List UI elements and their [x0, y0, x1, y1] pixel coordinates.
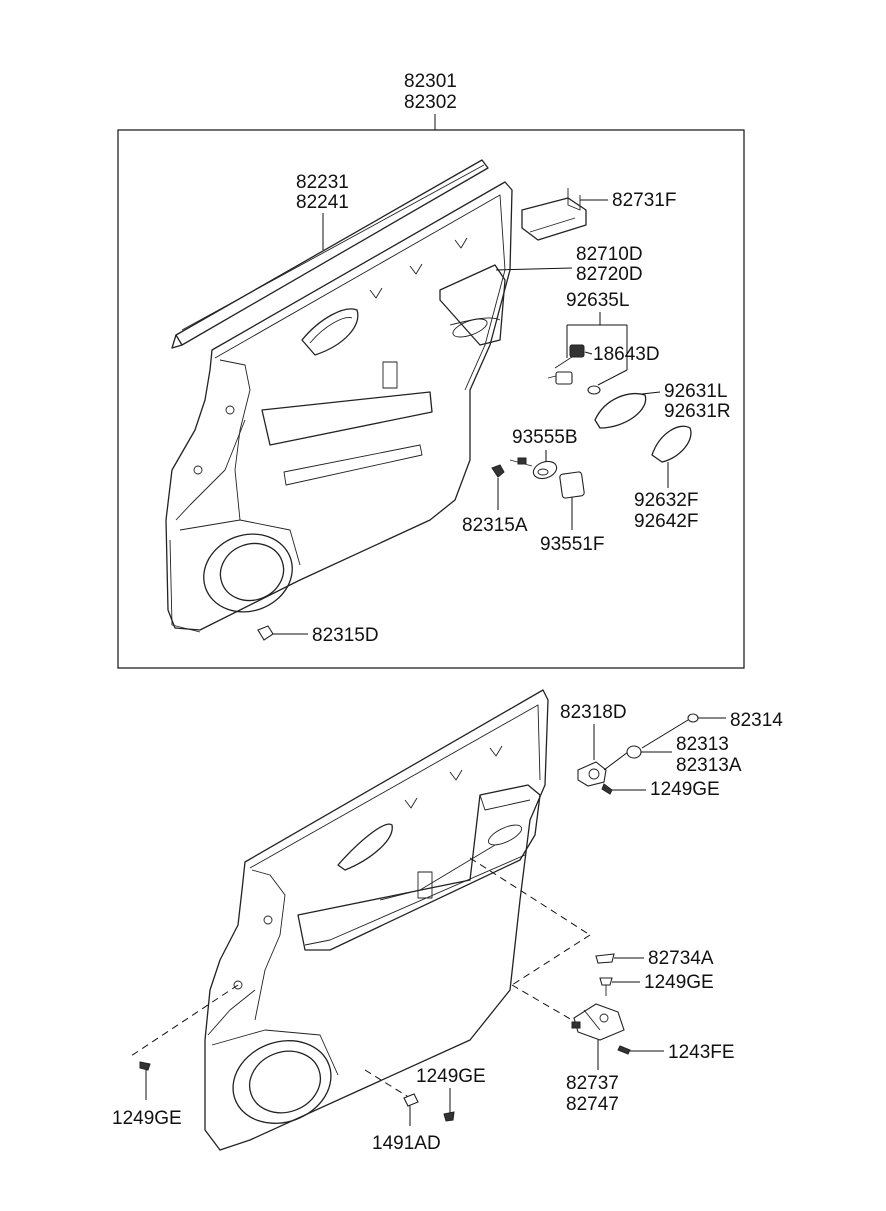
lamp-label: 92631L 92631R — [664, 381, 731, 422]
screw-top: 1249GE — [601, 779, 720, 800]
svg-text:82710D: 82710D — [576, 244, 643, 265]
clip-d: 82315D — [257, 625, 379, 646]
inside-handle: 82737 82747 — [566, 1003, 625, 1115]
svg-text:82231: 82231 — [296, 172, 349, 193]
svg-text:92631R: 92631R — [664, 401, 731, 422]
nut: 82314 — [641, 710, 783, 749]
door-trim-panel-top — [165, 181, 513, 633]
svg-text:82737: 82737 — [566, 1073, 619, 1094]
svg-text:92632F: 92632F — [634, 490, 698, 511]
armrest-label: 82710D 82720D — [495, 244, 643, 285]
svg-text:82747: 82747 — [566, 1094, 619, 1115]
svg-text:93551F: 93551F — [540, 534, 604, 555]
svg-text:82720D: 82720D — [576, 264, 643, 285]
svg-text:82315D: 82315D — [312, 625, 379, 646]
door-trim-panel-bottom — [204, 689, 549, 1151]
trim-strip — [171, 159, 489, 349]
lens — [651, 425, 692, 488]
screw-bottom: 1249GE — [416, 1066, 486, 1122]
grommet: 82313 82313A — [626, 734, 742, 776]
assembly-number-2: 82302 — [404, 92, 457, 113]
assembly-frame — [117, 129, 745, 669]
svg-text:82318D: 82318D — [560, 702, 627, 723]
svg-text:92642F: 92642F — [634, 511, 698, 532]
svg-text:18643D: 18643D — [593, 344, 660, 365]
svg-text:1249GE: 1249GE — [416, 1066, 486, 1087]
svg-text:92631L: 92631L — [664, 381, 727, 402]
svg-text:82734A: 82734A — [648, 948, 714, 969]
cover-label: 82731F — [580, 190, 676, 211]
svg-text:93555B: 93555B — [512, 427, 578, 448]
fastener: 1491AD — [372, 1093, 441, 1154]
lens-label: 92632F 92642F — [634, 490, 698, 532]
svg-text:82313A: 82313A — [676, 755, 742, 776]
guide-lines — [127, 857, 591, 1099]
svg-text:82315A: 82315A — [462, 515, 528, 536]
clip-a: 82315A — [462, 464, 528, 536]
screw-left: 1249GE — [112, 1061, 182, 1129]
svg-text:1249GE: 1249GE — [644, 972, 714, 993]
bracket: 82318D — [560, 702, 629, 787]
screw-mid: 1249GE — [599, 972, 714, 996]
svg-text:82731F: 82731F — [612, 190, 676, 211]
assembly-number-1: 82301 — [404, 71, 457, 92]
svg-text:1249GE: 1249GE — [112, 1108, 182, 1129]
trim-strip-label: 82231 82241 — [296, 172, 349, 250]
svg-text:92635L: 92635L — [566, 290, 629, 311]
switch-cover: 93551F — [540, 471, 604, 555]
socket-label: 18643D — [584, 344, 660, 395]
svg-text:1243FE: 1243FE — [668, 1042, 735, 1063]
svg-text:82314: 82314 — [730, 710, 783, 731]
switch: 93555B — [509, 427, 578, 480]
lamp — [594, 391, 661, 429]
svg-text:82241: 82241 — [296, 192, 349, 213]
svg-text:1249GE: 1249GE — [650, 779, 720, 800]
svg-text:82313: 82313 — [676, 734, 729, 755]
armrest — [439, 264, 506, 346]
cover — [521, 188, 587, 241]
svg-text:1491AD: 1491AD — [372, 1133, 441, 1154]
screw-right: 1243FE — [617, 1042, 735, 1063]
wiring: 92635L — [547, 290, 629, 386]
cap: 82734A — [595, 948, 714, 969]
assembly-label: 82301 82302 — [404, 71, 457, 130]
